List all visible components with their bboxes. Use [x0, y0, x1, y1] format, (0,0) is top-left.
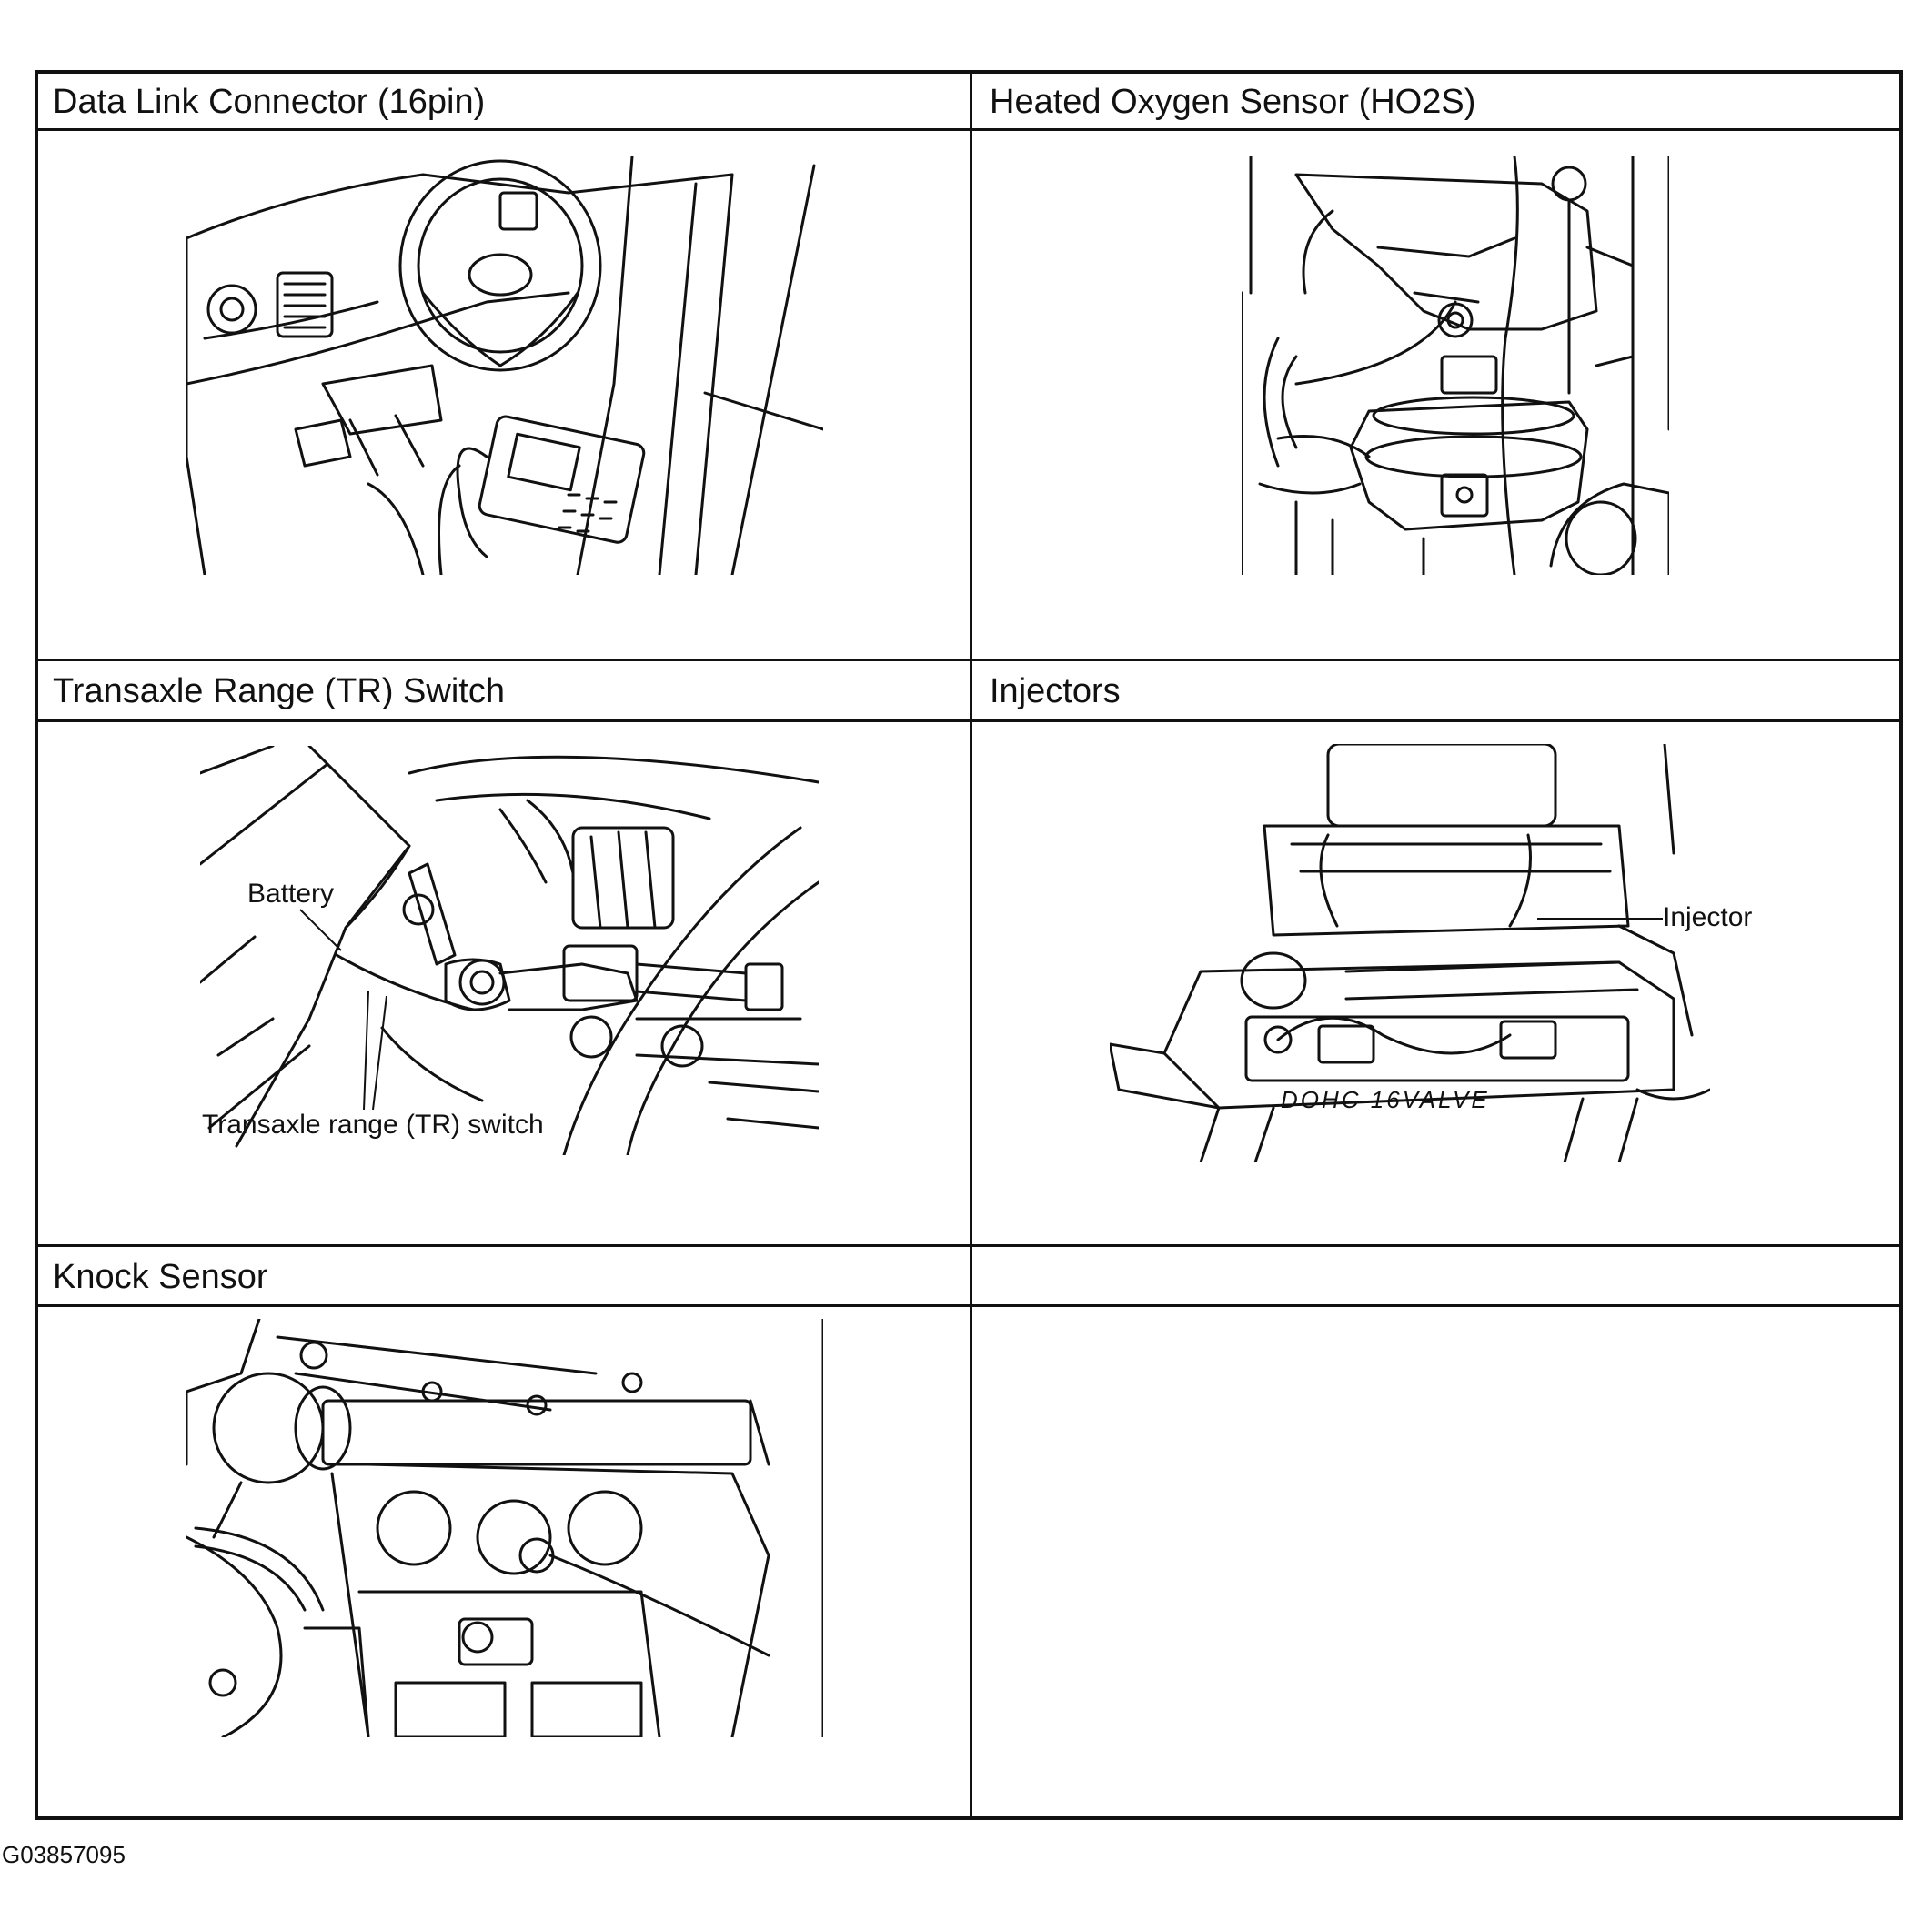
row3-title-divider — [38, 1304, 1903, 1307]
tr-switch-leader-line — [364, 991, 387, 1110]
data-link-connector-illustration — [186, 156, 823, 575]
knock-sensor-illustration — [186, 1319, 823, 1737]
callout-leader-injector — [1537, 910, 1674, 928]
row2-row3-divider — [38, 1244, 1903, 1247]
callout-tr-switch-label: Transaxle range (TR) switch — [202, 1110, 544, 1140]
callout-battery-label: Battery — [247, 879, 335, 909]
row1-title-divider — [38, 128, 1903, 131]
callout-engine-badge-label: DOHC 16VALVE — [1281, 1086, 1490, 1113]
panel-title-transaxle-range-switch: Transaxle Range (TR) Switch — [53, 672, 505, 710]
grid-center-divider — [970, 74, 972, 1820]
panel-title-heated-oxygen-sensor: Heated Oxygen Sensor (HO2S) — [990, 83, 1476, 121]
callout-injector-label: Injector — [1663, 902, 1753, 932]
heated-oxygen-sensor-illustration — [1242, 156, 1669, 575]
panel-title-data-link-connector: Data Link Connector (16pin) — [53, 83, 486, 121]
battery-leader-line — [300, 910, 341, 950]
tr-switch-illustration — [200, 746, 819, 1155]
callout-leaders-tr — [200, 746, 819, 1155]
panel-title-knock-sensor: Knock Sensor — [53, 1258, 268, 1296]
component-location-grid: Data Link Connector (16pin) Heated Oxyge… — [35, 70, 1903, 1820]
row1-row2-divider — [38, 659, 1903, 661]
figure-id: G03857095 — [2, 1841, 126, 1868]
panel-title-injectors: Injectors — [990, 672, 1121, 710]
injectors-illustration — [1110, 744, 1710, 1162]
row2-title-divider — [38, 719, 1903, 722]
